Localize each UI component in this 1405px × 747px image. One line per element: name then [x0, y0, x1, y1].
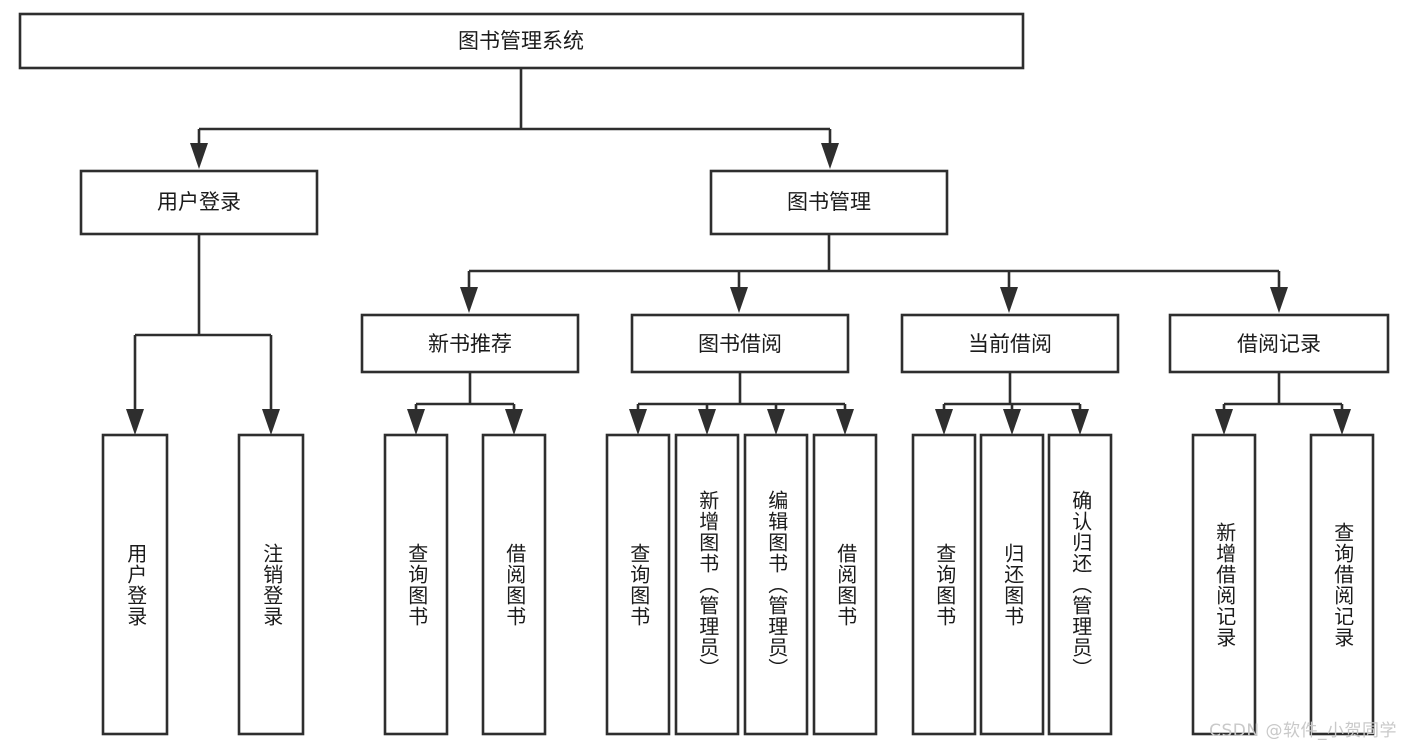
root-label: 图书管理系统 — [458, 29, 584, 53]
arrow-manage-to-recommend-icon — [460, 287, 478, 313]
book-manage-box — [709, 169, 949, 236]
leaf-box-recommend-2[interactable] — [481, 433, 547, 736]
book-manage-label: 图书管理 — [787, 190, 871, 214]
user-login-label: 用户登录 — [157, 190, 241, 214]
leaf-box-current-1[interactable] — [911, 433, 977, 736]
leaf-box-borrow-2[interactable] — [674, 433, 740, 736]
leaf-box-borrow-1[interactable] — [605, 433, 671, 736]
watermark-text: CSDN @软件_小贺同学 — [1209, 721, 1397, 741]
leaf-box-user-login-1[interactable] — [101, 433, 169, 736]
arrow-borrow-leaf1-icon — [629, 409, 647, 435]
arrow-current-leaf2-icon — [1003, 409, 1021, 435]
leaf-box-recommend-1[interactable] — [383, 433, 449, 736]
book-borrow-label: 图书借阅 — [698, 332, 782, 356]
arrow-borrow-leaf2-icon — [698, 409, 716, 435]
leaf-box-borrow-4[interactable] — [812, 433, 878, 736]
node-book-borrow[interactable]: 图书借阅 — [630, 313, 850, 374]
arrow-current-leaf3-icon — [1071, 409, 1089, 435]
node-user-login[interactable]: 用户登录 — [79, 169, 319, 236]
node-book-manage[interactable]: 图书管理 — [709, 169, 949, 236]
new-book-recommend-box — [360, 313, 580, 374]
new-book-recommend-label: 新书推荐 — [428, 332, 512, 356]
leaf-box-current-3[interactable] — [1047, 433, 1113, 736]
arrow-root-to-login-icon — [190, 143, 208, 169]
arrow-current-leaf1-icon — [935, 409, 953, 435]
root-box — [18, 12, 1025, 70]
node-root[interactable]: 图书管理系统 — [18, 12, 1025, 70]
borrow-record-box — [1168, 313, 1390, 374]
leaf-box-record-2[interactable] — [1309, 433, 1375, 736]
current-borrow-box — [900, 313, 1120, 374]
arrow-login-leaf2-icon — [262, 409, 280, 435]
node-new-book-recommend[interactable]: 新书推荐 — [360, 313, 580, 374]
arrow-manage-to-borrow-icon — [730, 287, 748, 313]
borrow-record-label: 借阅记录 — [1237, 332, 1321, 356]
arrow-borrow-leaf4-icon — [836, 409, 854, 435]
node-current-borrow[interactable]: 当前借阅 — [900, 313, 1120, 374]
arrow-record-leaf2-icon — [1333, 409, 1351, 435]
leaf-box-current-2[interactable] — [979, 433, 1045, 736]
arrow-recommend-leaf1-icon — [407, 409, 425, 435]
leaf-box-record-1[interactable] — [1191, 433, 1257, 736]
arrow-manage-to-current-icon — [1000, 287, 1018, 313]
current-borrow-label: 当前借阅 — [968, 332, 1052, 356]
arrow-borrow-leaf3-icon — [767, 409, 785, 435]
arrow-manage-to-record-icon — [1270, 287, 1288, 313]
node-borrow-record[interactable]: 借阅记录 — [1168, 313, 1390, 374]
arrow-root-to-manage-icon — [821, 143, 839, 169]
book-borrow-box — [630, 313, 850, 374]
arrow-login-leaf1-icon — [126, 409, 144, 435]
leaf-box-user-login-2[interactable] — [237, 433, 305, 736]
arrow-recommend-leaf2-icon — [505, 409, 523, 435]
arrow-record-leaf1-icon — [1215, 409, 1233, 435]
leaf-box-borrow-3[interactable] — [743, 433, 809, 736]
